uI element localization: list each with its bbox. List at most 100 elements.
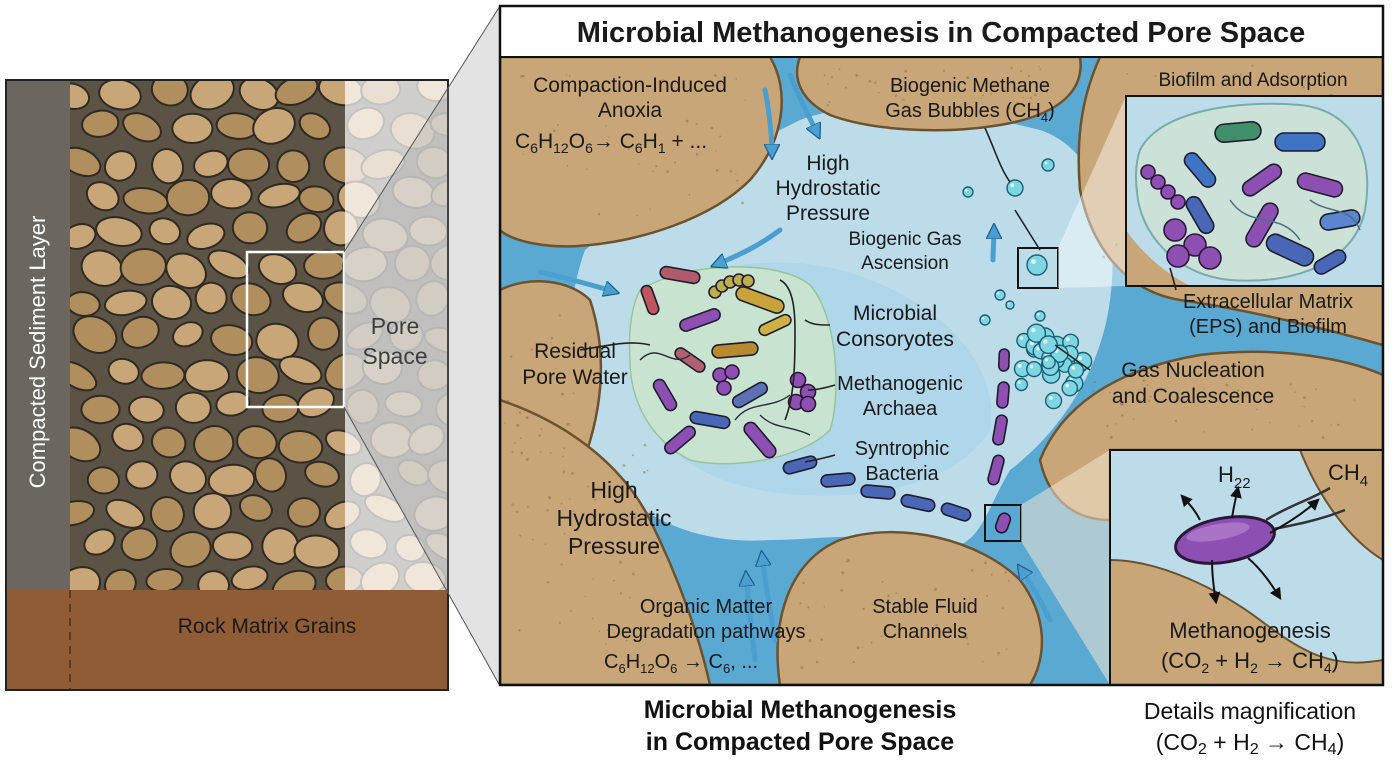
organic-label-2: Degradation pathways xyxy=(606,621,805,643)
grain-speck xyxy=(1302,85,1305,89)
grain-speck xyxy=(1034,93,1037,97)
bubble-highlight xyxy=(1036,346,1041,351)
grain-speck xyxy=(828,100,831,103)
grain-speck xyxy=(916,628,919,631)
grain-speck xyxy=(550,336,554,340)
sediment-grain xyxy=(168,460,208,495)
sediment-grain xyxy=(215,390,251,417)
sediment-grain xyxy=(298,185,335,214)
diagram-title: Microbial Methanogenesis in Compacted Po… xyxy=(577,17,1305,49)
grain-speck xyxy=(572,392,575,395)
bacterium-rod xyxy=(735,286,785,314)
grain-speck xyxy=(558,314,561,317)
pressure-upper-2: Hydrostatic xyxy=(775,177,880,200)
bacterium-rod xyxy=(758,313,792,337)
grain-speck xyxy=(565,74,568,76)
grain-speck xyxy=(552,129,556,133)
gas-bubble xyxy=(994,289,1006,301)
grain-speck xyxy=(1203,387,1205,390)
sediment-grain xyxy=(151,148,185,185)
detail-caption: Details magnification (CO2 + H2 → CH4) xyxy=(1100,696,1400,765)
grain-speck xyxy=(1102,255,1106,259)
grain-speck xyxy=(802,581,805,585)
bubble-highlight xyxy=(982,317,985,320)
grain-speck xyxy=(520,75,523,78)
pore-space-label-2: Space xyxy=(362,343,427,369)
sediment-grain xyxy=(293,534,341,569)
grain-speck xyxy=(820,638,823,641)
sediment-grain xyxy=(121,315,160,349)
grain-speck xyxy=(630,552,633,554)
bubble-highlight xyxy=(1048,395,1053,400)
grain-speck xyxy=(613,579,615,582)
sediment-grain xyxy=(85,181,120,212)
gas-ascension-label-1: Biogenic Gas xyxy=(848,229,961,250)
sediment-grain xyxy=(307,316,341,351)
grain-speck xyxy=(619,592,623,595)
grain-speck xyxy=(800,666,804,670)
sediment-grain xyxy=(285,212,323,244)
grain-speck xyxy=(516,423,520,427)
grain-speck xyxy=(688,193,691,196)
bacterium-rod xyxy=(1313,249,1347,275)
bubble-highlight xyxy=(1031,327,1036,333)
grain-speck xyxy=(799,602,802,605)
grain-speck xyxy=(535,378,537,380)
sediment-grain xyxy=(281,281,324,314)
sediment-grain xyxy=(211,531,254,561)
sediment-grain xyxy=(252,107,296,145)
grain-speck xyxy=(729,169,733,173)
grain-speck xyxy=(713,74,717,77)
grain-speck xyxy=(587,485,589,488)
grain-speck xyxy=(518,411,522,414)
pressure-lower-1: High xyxy=(590,477,637,503)
grain-speck xyxy=(981,660,984,663)
grain-speck xyxy=(643,471,646,474)
detail-caption-line-1: Details magnification xyxy=(1143,698,1357,724)
grain-speck xyxy=(1109,435,1113,439)
sediment-grain xyxy=(207,463,256,497)
sediment-grain xyxy=(231,211,269,245)
grain-speck xyxy=(855,74,858,77)
sediment-grain xyxy=(80,394,121,425)
grain-speck xyxy=(715,150,717,152)
sediment-grain xyxy=(230,565,269,590)
grain-speck xyxy=(1330,424,1333,426)
cell-zoom-projection xyxy=(1021,450,1110,685)
grain-speck xyxy=(841,571,845,575)
fade-overlay xyxy=(345,80,448,590)
grain-speck xyxy=(1251,428,1254,431)
grain-speck xyxy=(980,97,983,100)
grain-speck xyxy=(1315,388,1317,391)
sediment-grain xyxy=(171,112,214,145)
grain-speck xyxy=(1245,395,1248,397)
grain-speck xyxy=(584,595,586,598)
grain-speck xyxy=(1045,90,1048,94)
grain-speck xyxy=(881,635,883,638)
grain-speck xyxy=(887,594,890,598)
grain-speck xyxy=(560,563,563,566)
archaeon-coccus xyxy=(724,364,740,380)
bacterium-rod xyxy=(1245,202,1279,248)
grain-speck xyxy=(1353,399,1356,401)
gas-bubble xyxy=(1067,362,1085,379)
grain-speck xyxy=(973,100,976,102)
grain-speck xyxy=(830,76,833,79)
gas-bubble xyxy=(962,186,974,198)
sediment-grain xyxy=(70,82,91,111)
grain-speck xyxy=(1278,77,1281,80)
biofilm-zoom-projection xyxy=(1058,96,1126,288)
grain-speck xyxy=(823,74,826,77)
methanogenesis-equation: (CO2 + H2 → CH4) xyxy=(1161,648,1339,676)
sediment-grain xyxy=(296,386,335,419)
archaeon-coccus xyxy=(1183,233,1207,257)
bubble-highlight xyxy=(1043,339,1048,344)
grain-speck xyxy=(525,416,529,419)
grain-speck xyxy=(1294,391,1296,393)
detail-caption-equation: (CO2 + H2 → CH4) xyxy=(1155,729,1345,758)
grain-speck xyxy=(566,165,569,167)
sediment-grain xyxy=(210,177,253,210)
grain-speck xyxy=(1142,379,1145,383)
pressure-upper-3: Pressure xyxy=(786,202,870,225)
grain-speck xyxy=(815,660,819,664)
